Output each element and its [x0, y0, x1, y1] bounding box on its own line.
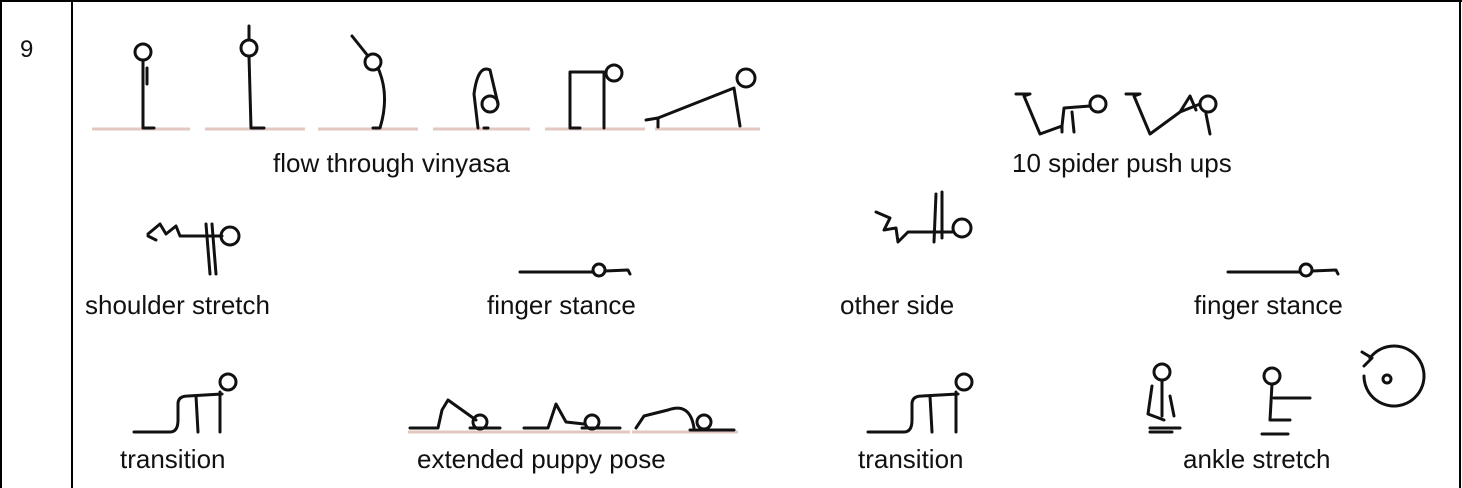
finger-stance-pose	[1228, 264, 1338, 276]
transition-pose	[868, 374, 972, 432]
vinyasa-pose-sequence	[92, 26, 760, 129]
caption-transition-2: transition	[858, 444, 964, 474]
shoulder-stretch-pose	[148, 224, 239, 274]
ankle-stretch-poses	[1148, 364, 1310, 434]
caption-transition: transition	[120, 444, 226, 474]
caption-extended-puppy-pose: extended puppy pose	[417, 444, 666, 474]
extended-puppy-pose-sequence	[408, 400, 738, 432]
caption-shoulder-stretch: shoulder stretch	[85, 290, 270, 320]
caption-other-side: other side	[840, 290, 954, 320]
spider-push-up-poses	[1016, 94, 1216, 134]
caption-ankle-stretch: ankle stretch	[1183, 444, 1330, 474]
caption-flow-through-vinyasa: flow through vinyasa	[273, 148, 510, 178]
caption-spider-push-ups: 10 spider push ups	[1012, 148, 1232, 178]
caption-finger-stance: finger stance	[487, 290, 636, 320]
caption-finger-stance-2: finger stance	[1194, 290, 1343, 320]
other-side-pose	[876, 192, 971, 242]
rotate-arrow-icon	[1362, 346, 1424, 406]
transition-pose	[134, 374, 236, 432]
finger-stance-pose	[520, 264, 630, 276]
